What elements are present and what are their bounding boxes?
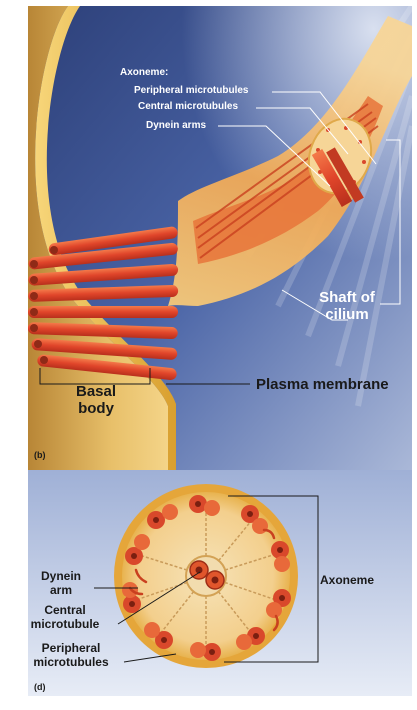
label-shaft-of-cilium: Shaft of cilium [312, 289, 382, 324]
label-central-microtubule: Central microtubule [28, 604, 118, 632]
label-central-microtubules: Central microtubules [138, 101, 238, 113]
label-axoneme-heading: Axoneme: [120, 67, 168, 79]
label-plasma-membrane: Plasma membrane [256, 376, 389, 393]
panel-letter-b: (b) [34, 450, 46, 460]
label-peripheral-microtubules: Peripheral microtubules [134, 85, 248, 97]
label-basal-body: Basal body [66, 383, 126, 418]
label-dynein-arms: Dynein arms [146, 120, 206, 132]
label-peripheral-microtubules: Peripheral microtubules [28, 642, 124, 670]
label-axoneme: Axoneme [320, 574, 374, 588]
panel-letter-d: (d) [34, 682, 46, 692]
label-dynein-arm: Dynein arm [28, 570, 94, 598]
panel-b-cilium-longitudinal: Axoneme: Peripheral microtubules Central… [28, 6, 412, 470]
panel-d-axoneme-cross-section: Dynein arm Central microtubule Periphera… [28, 470, 412, 696]
